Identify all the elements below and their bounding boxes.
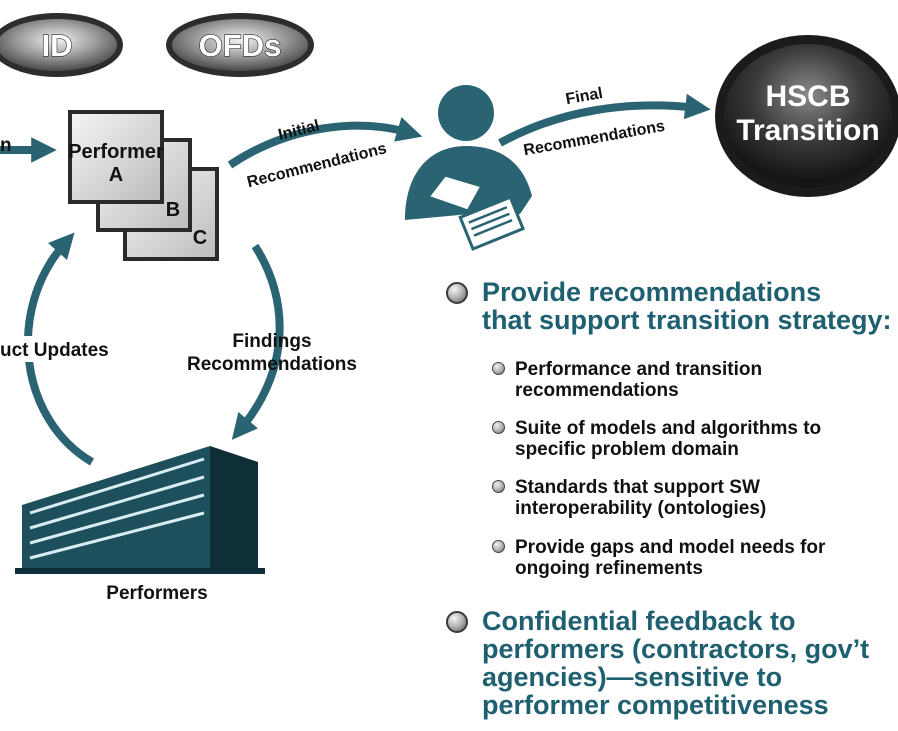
hscb-transition-node: HSCB Transition — [715, 35, 898, 197]
ofds-pill: OFDs — [166, 13, 314, 77]
bullet-main-2: Confidential feedback to performers (con… — [446, 607, 869, 719]
id-pill: ID — [0, 13, 123, 77]
findings-label-line1: Findings — [232, 331, 311, 352]
card-a-label-line2: A — [109, 164, 123, 186]
card-a-label-line1: Performer — [68, 141, 164, 163]
bullet-icon — [446, 282, 468, 304]
initial-recommendations-arrow: Initial Recommendations — [227, 117, 423, 191]
product-updates-arrow: uct Updates — [0, 232, 109, 466]
bullet-sub-1: Performance and transition recommendatio… — [492, 359, 762, 401]
initial-label-line1: Initial — [277, 117, 322, 144]
bullet-sub-3-text: Standards that support SW interoperabili… — [515, 477, 767, 519]
performers-building-icon — [15, 446, 265, 574]
bullet-icon — [446, 611, 468, 633]
sub-bullet-icon — [492, 421, 505, 434]
card-b-label: B — [166, 199, 180, 221]
final-label-line1: Final — [564, 85, 604, 108]
ofds-pill-label: OFDs — [199, 28, 282, 63]
bullet-main-1: Provide recommendations that support tra… — [446, 278, 892, 334]
reviewer-person-icon — [405, 85, 532, 251]
bullet-sub-4-text: Provide gaps and model needs for ongoing… — [515, 537, 826, 579]
bullet-main-2-text: Confidential feedback to performers (con… — [482, 606, 870, 720]
card-c-label: C — [193, 227, 207, 249]
incoming-arrow: n — [0, 135, 57, 163]
bullet-sub-2: Suite of models and algorithms to specif… — [492, 418, 821, 460]
id-pill-label: ID — [42, 28, 73, 63]
bullet-main-1-text: Provide recommendations that support tra… — [482, 277, 892, 335]
hscb-line1: HSCB — [765, 80, 850, 113]
product-updates-label: uct Updates — [0, 340, 109, 361]
sub-bullet-icon — [492, 540, 505, 553]
findings-label-line2: Recommendations — [187, 354, 357, 375]
final-recommendations-arrow: Final Recommendations — [498, 85, 711, 159]
hscb-line2: Transition — [736, 114, 879, 147]
sub-bullet-icon — [492, 362, 505, 375]
bullet-sub-2-text: Suite of models and algorithms to specif… — [515, 418, 822, 460]
performers-label: Performers — [106, 583, 207, 604]
bullet-sub-3: Standards that support SW interoperabili… — [492, 477, 766, 519]
sub-bullet-icon — [492, 480, 505, 493]
bullet-sub-1-text: Performance and transition recommendatio… — [515, 359, 763, 401]
findings-arrow: Findings Recommendations — [187, 243, 357, 440]
performer-card-a: Performer A — [68, 110, 164, 204]
incoming-arrow-label: n — [0, 135, 12, 156]
bullet-sub-4: Provide gaps and model needs for ongoing… — [492, 537, 825, 579]
